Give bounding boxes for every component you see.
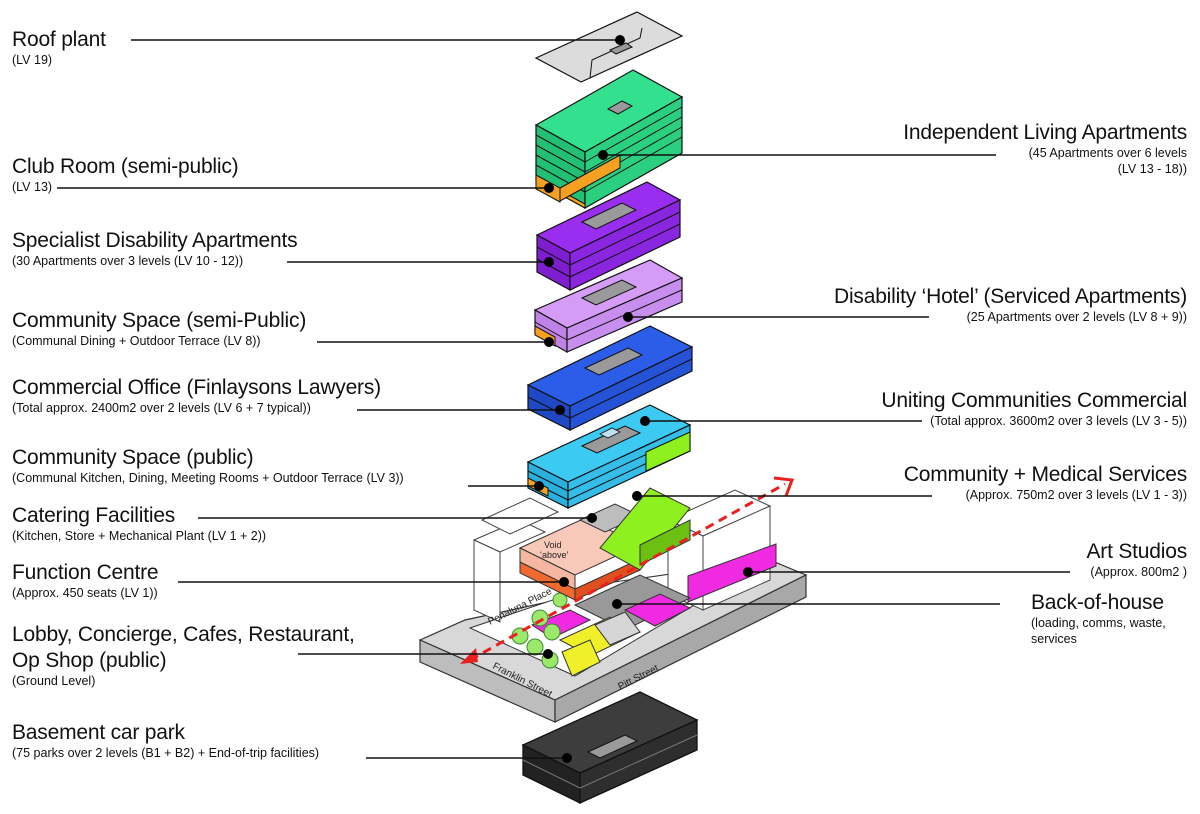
lobby-title-line2: Op Shop (public): [12, 649, 167, 672]
label-lobby: Lobby, Concierge, Cafes, Restaurant, Op …: [12, 623, 355, 689]
community-public-sub: (Communal Kitchen, Dining, Meeting Rooms…: [12, 471, 404, 485]
back-of-house-sub1: (loading, comms, waste,: [1031, 616, 1166, 630]
label-club-room: Club Room (semi-public) (LV 13): [12, 155, 239, 195]
label-community-semi-public: Community Space (semi-Public) (Communal …: [12, 309, 306, 349]
label-commercial-office: Commercial Office (Finlaysons Lawyers) (…: [12, 376, 381, 416]
void-above-label: ‘above’: [540, 550, 569, 560]
independent-living-title: Independent Living Apartments: [903, 121, 1187, 144]
commercial-office-sub: (Total approx. 2400m2 over 2 levels (LV …: [12, 401, 311, 415]
basement-block: [521, 691, 699, 805]
commercial-office-title: Commercial Office (Finlaysons Lawyers): [12, 376, 381, 399]
specialist-disability-block: [535, 181, 682, 292]
uniting-commercial-title: Uniting Communities Commercial: [881, 389, 1187, 412]
uniting-commercial-block: [526, 404, 692, 509]
specialist-disability-sub: (30 Apartments over 3 levels (LV 10 - 12…: [12, 254, 244, 268]
basement-title: Basement car park: [12, 721, 185, 744]
label-roof-plant: Roof plant (LV 19): [12, 28, 106, 68]
community-semi-sub: (Communal Dining + Outdoor Terrace (LV 8…: [12, 334, 261, 348]
label-function-centre: Function Centre (Approx. 450 seats (LV 1…: [12, 561, 159, 601]
roof-plant-block: [534, 11, 684, 83]
leader-lines: [57, 39, 1070, 759]
catering-title: Catering Facilities: [12, 504, 176, 527]
label-uniting-commercial: Uniting Communities Commercial (Total ap…: [881, 389, 1187, 429]
label-catering: Catering Facilities (Kitchen, Store + Me…: [12, 504, 266, 544]
label-art-studios: Art Studios (Approx. 800m2 ): [1086, 540, 1187, 580]
disability-hotel-title: Disability ‘Hotel’ (Serviced Apartments): [833, 285, 1187, 308]
community-medical-sub: (Approx. 750m2 over 3 levels (LV 1 - 3)): [965, 488, 1187, 502]
function-centre-title: Function Centre: [12, 561, 159, 584]
independent-living-sub2: (LV 13 - 18)): [1117, 162, 1187, 176]
function-centre-sub: (Approx. 450 seats (LV 1)): [12, 586, 158, 600]
label-disability-hotel: Disability ‘Hotel’ (Serviced Apartments)…: [834, 285, 1187, 325]
label-independent-living: Independent Living Apartments (45 Apartm…: [903, 121, 1187, 177]
catering-sub: (Kitchen, Store + Mechanical Plant (LV 1…: [12, 529, 267, 543]
lobby-title-line1: Lobby, Concierge, Cafes, Restaurant,: [12, 623, 355, 646]
community-public-title: Community Space (public): [12, 446, 254, 469]
void-label: Void: [544, 540, 562, 550]
independent-living-block: [534, 69, 684, 210]
lobby-sub: (Ground Level): [12, 674, 96, 688]
roof-plant-sub: (LV 19): [12, 53, 53, 67]
circulation-arrow: [460, 476, 795, 664]
disability-hotel-sub: (25 Apartments over 2 levels (LV 8 + 9)): [966, 310, 1187, 324]
commercial-office-block: [526, 325, 694, 431]
specialist-disability-title: Specialist Disability Apartments: [12, 229, 298, 252]
uniting-commercial-sub: (Total approx. 3600m2 over 3 levels (LV …: [930, 414, 1187, 428]
label-basement: Basement car park (75 parks over 2 level…: [12, 721, 319, 761]
club-room-sub: (LV 13): [12, 180, 53, 194]
back-of-house-title: Back-of-house: [1031, 591, 1164, 614]
independent-living-sub1: (45 Apartments over 6 levels: [1028, 146, 1187, 160]
label-back-of-house: Back-of-house (loading, comms, waste, se…: [1031, 591, 1166, 647]
roof-plant-title: Roof plant: [12, 28, 106, 51]
podium-buildings: [472, 487, 777, 677]
community-semi-title: Community Space (semi-Public): [12, 309, 307, 332]
leader-dots: [534, 35, 753, 763]
club-room-title: Club Room (semi-public): [12, 155, 239, 178]
basement-sub: (75 parks over 2 levels (B1 + B2) + End-…: [12, 746, 320, 760]
label-community-public: Community Space (public) (Communal Kitch…: [12, 446, 404, 486]
art-studios-sub: (Approx. 800m2 ): [1090, 565, 1187, 579]
label-community-medical: Community + Medical Services (Approx. 75…: [904, 463, 1187, 503]
back-of-house-sub2: services: [1031, 632, 1077, 646]
label-specialist-disability: Specialist Disability Apartments (30 Apa…: [12, 229, 298, 269]
community-medical-title: Community + Medical Services: [903, 463, 1187, 486]
art-studios-title: Art Studios: [1086, 540, 1187, 563]
